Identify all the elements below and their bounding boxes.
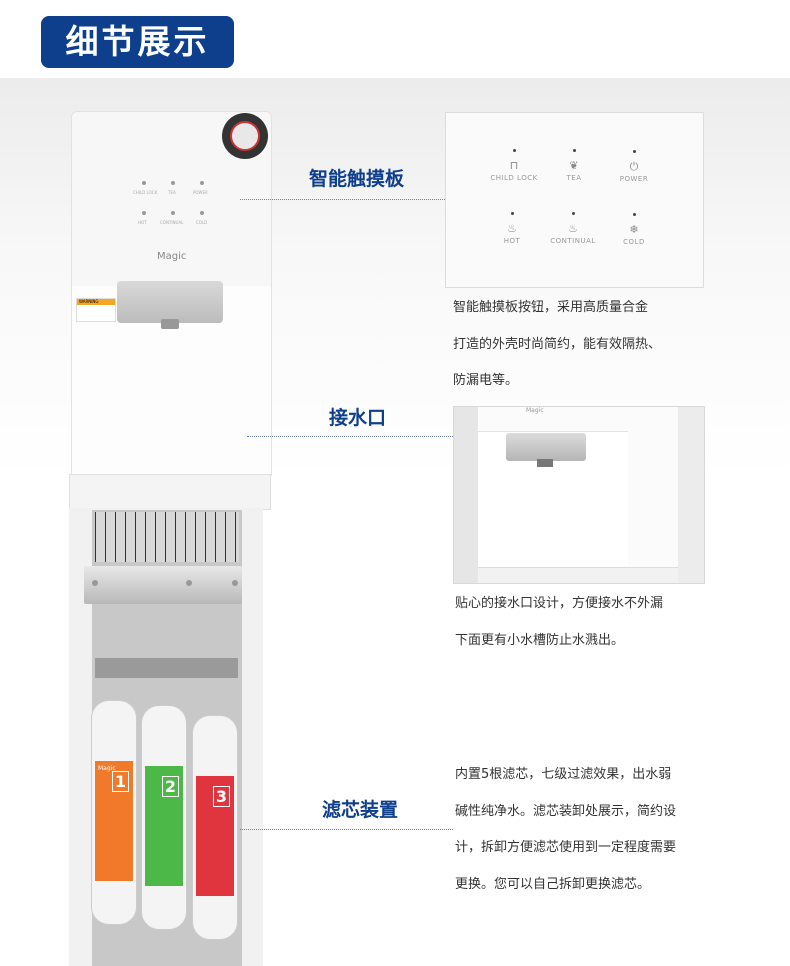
- outlet-description: 贴心的接水口设计，方便接水不外漏 下面更有小水槽防止水溅出。: [455, 596, 664, 648]
- touch-dot: [142, 181, 146, 185]
- panel-button-hot: ♨ HOT: [472, 212, 552, 245]
- panel-button-tea: ❦ TEA: [534, 149, 614, 182]
- touch-description: 智能触摸板按钮，采用高质量合金 打造的外壳时尚简约，能有效隔热、 防漏电等。: [453, 300, 662, 388]
- filter-shelf: [95, 658, 238, 678]
- screw-hole: [232, 580, 238, 586]
- filter-brand: Magic: [98, 765, 116, 772]
- snowflake-icon: ❄: [629, 223, 639, 236]
- touch-panel-closeup: ⊓ CHILD LOCK ❦ TEA ⏻ POWER ♨ HOT ♨ CONTI…: [445, 112, 704, 288]
- outlet-tray: [478, 567, 678, 583]
- dispenser-brand: Magic: [157, 251, 187, 262]
- touch-leader-line: [240, 199, 465, 200]
- cup-icon: ♨: [507, 222, 517, 235]
- touch-label: HOT: [138, 220, 147, 225]
- panel-button-cold: ❄ COLD: [594, 213, 674, 246]
- header-bar: 细节展示: [0, 0, 790, 78]
- filter-leader-line: [240, 829, 453, 830]
- filter-label-1: 1 Magic: [95, 761, 133, 881]
- warning-sticker: WARNING: [76, 298, 116, 322]
- outlet-section-label: 接水口: [329, 407, 387, 429]
- screw-hole: [186, 580, 192, 586]
- mounting-plate: [84, 566, 242, 604]
- power-icon: ⏻: [629, 160, 639, 173]
- panel-button-child-lock: ⊓ CHILD LOCK: [474, 149, 554, 182]
- nozzle-tip: [161, 319, 179, 329]
- panel-button-continual: ♨ CONTINUAL: [533, 212, 613, 245]
- condenser-grid: [95, 512, 239, 562]
- touch-label: CHILD LOCK: [133, 190, 158, 195]
- outlet-nozzle: [506, 433, 586, 461]
- filter-description: 内置5根滤芯，七级过滤效果，出水弱 碱性纯净水。滤芯装卸处展示，简约设 计，拆卸…: [455, 767, 677, 892]
- touch-dot: [142, 211, 146, 215]
- touch-dot: [200, 181, 204, 185]
- touch-label: TEA: [168, 190, 176, 195]
- brand-logo-icon: [222, 113, 268, 159]
- filter-section-label: 滤芯装置: [322, 799, 399, 821]
- touch-dot: [200, 211, 204, 215]
- nozzle-housing: [117, 281, 223, 323]
- filter-label-3: 3: [196, 776, 234, 896]
- warning-text: WARNING: [79, 299, 99, 304]
- touch-label: COLD: [196, 220, 208, 225]
- panel-button-power: ⏻ POWER: [594, 150, 674, 183]
- filter-number: 2: [161, 776, 179, 797]
- filter-number: 1: [111, 771, 129, 792]
- water-outlet-photo: Magic: [453, 406, 705, 584]
- filter-cartridge-1: 1 Magic: [91, 700, 137, 925]
- cup-icon: ♨: [568, 222, 578, 235]
- title-badge: 细节展示: [41, 16, 234, 68]
- photo-brand: Magic: [526, 407, 544, 414]
- filter-label-2: 2: [145, 766, 183, 886]
- drip-tray: [69, 474, 271, 510]
- touch-label: CONTINUAL: [160, 220, 184, 225]
- screw-hole: [92, 580, 98, 586]
- leaf-icon: ❦: [569, 159, 579, 172]
- lock-icon: ⊓: [509, 159, 519, 172]
- filter-number: 3: [212, 786, 230, 807]
- touch-section-label: 智能触摸板: [309, 168, 405, 190]
- touch-dot: [171, 211, 175, 215]
- touch-dot: [171, 181, 175, 185]
- page-title: 细节展示: [65, 22, 210, 61]
- filter-cartridge-3: 3: [192, 715, 238, 940]
- outlet-tip: [537, 459, 553, 467]
- filter-cartridge-2: 2: [141, 705, 187, 930]
- touch-label: POWER: [193, 190, 208, 195]
- outlet-leader-line: [247, 436, 469, 437]
